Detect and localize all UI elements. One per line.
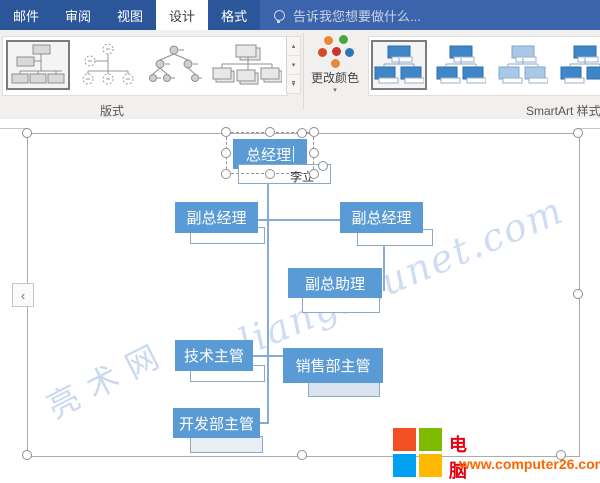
node-vice-manager-left[interactable]: 副总经理: [175, 202, 258, 233]
text-pane-toggle-button[interactable]: ‹: [12, 283, 34, 307]
style-thumb-1[interactable]: [371, 40, 427, 90]
style-thumb-4[interactable]: [557, 40, 600, 90]
resize-handle[interactable]: [221, 169, 231, 179]
layout-gallery-scroll: ▴ ▾ ▾: [286, 36, 301, 94]
frame-handle-bottom-left[interactable]: [22, 450, 32, 460]
layout-gallery: [2, 36, 288, 96]
tell-me-search[interactable]: 告诉我您想要做什么...: [260, 0, 600, 30]
shape-selection-outline: [226, 132, 314, 174]
frame-handle-mid-right[interactable]: [573, 289, 583, 299]
chevron-left-icon: ‹: [20, 287, 26, 303]
tab-view[interactable]: 视图: [117, 8, 144, 24]
name-box-gm[interactable]: 李立: [238, 164, 331, 184]
resize-handle[interactable]: [309, 148, 319, 158]
tell-me-placeholder: 告诉我您想要做什么...: [293, 8, 421, 24]
margin-line-right: [578, 128, 600, 129]
gallery-scroll-down-button[interactable]: ▾: [287, 56, 300, 75]
change-colors-label: 更改颜色: [310, 71, 359, 85]
lightbulb-icon: [274, 9, 285, 23]
tab-design[interactable]: 设计: [156, 0, 209, 30]
resize-handle[interactable]: [265, 169, 275, 179]
connector-trunk: [267, 183, 269, 424]
smartart-style-gallery: [368, 36, 600, 96]
connector-supervisors: [253, 355, 284, 357]
layouts-group-label: 版式: [100, 104, 125, 118]
name-box-assistant[interactable]: [302, 297, 380, 313]
layout-thumb-name-title-chart[interactable]: [74, 40, 138, 90]
change-colors-icon: [317, 35, 354, 68]
connector-assistant: [383, 246, 385, 291]
node-assistant-manager[interactable]: 副总助理: [288, 268, 382, 298]
node-tech-supervisor[interactable]: 技术主管: [175, 340, 253, 371]
windows-flag-icon: [393, 428, 443, 478]
name-box-dev[interactable]: [190, 436, 263, 453]
change-colors-button[interactable]: 更改颜色 ▾: [306, 34, 364, 114]
resize-handle[interactable]: [265, 127, 275, 137]
layout-thumb-circle-hierarchy[interactable]: [142, 40, 206, 90]
frame-handle-bottom-right[interactable]: [556, 450, 566, 460]
site-logo-title: 电脑软硬件教程网: [449, 435, 468, 481]
layout-thumb-organization-chart[interactable]: [6, 40, 70, 90]
smartart-styles-group-label: SmartArt 样式: [526, 104, 600, 118]
node-vice-manager-right[interactable]: 副总经理: [340, 202, 423, 233]
style-thumb-3[interactable]: [495, 40, 551, 90]
tab-mailings[interactable]: 邮件: [13, 8, 40, 24]
frame-handle-top-right[interactable]: [573, 128, 583, 138]
gallery-more-button[interactable]: ▾: [287, 75, 300, 94]
group-separator: [303, 33, 304, 109]
margin-line-left: [0, 128, 27, 129]
ribbon-tab-bar: 邮件 审阅 视图 设计 格式 告诉我您想要做什么...: [0, 0, 600, 30]
document-canvas[interactable]: liangshunet.com 亮术网 李立 总经理 副总经理 副总经理 副总助…: [0, 119, 600, 483]
ribbon-design: ▴ ▾ ▾ 版式 更改颜色 ▾: [0, 30, 600, 120]
style-thumb-2[interactable]: [433, 40, 489, 90]
frame-handle-top-left[interactable]: [22, 128, 32, 138]
connector-dev: [259, 422, 269, 424]
layout-thumb-picture-org-chart[interactable]: [207, 40, 285, 90]
text-cursor: [293, 146, 294, 162]
resize-handle[interactable]: [221, 148, 231, 158]
resize-handle[interactable]: [309, 169, 319, 179]
node-dev-supervisor[interactable]: 开发部主管: [173, 408, 260, 438]
frame-handle-bottom-center[interactable]: [297, 450, 307, 460]
resize-handle[interactable]: [221, 127, 231, 137]
resize-handle[interactable]: [318, 161, 328, 171]
site-logo-url: www.computer26.com: [459, 456, 600, 472]
gallery-scroll-up-button[interactable]: ▴: [287, 37, 300, 56]
tab-review[interactable]: 审阅: [65, 8, 92, 24]
frame-handle-top-center[interactable]: [297, 128, 307, 138]
tab-format[interactable]: 格式: [221, 8, 248, 24]
node-sales-supervisor[interactable]: 销售部主管: [283, 348, 383, 383]
resize-handle[interactable]: [309, 127, 319, 137]
dropdown-arrow-icon: ▾: [333, 87, 337, 94]
connector-vice-managers: [258, 219, 341, 221]
